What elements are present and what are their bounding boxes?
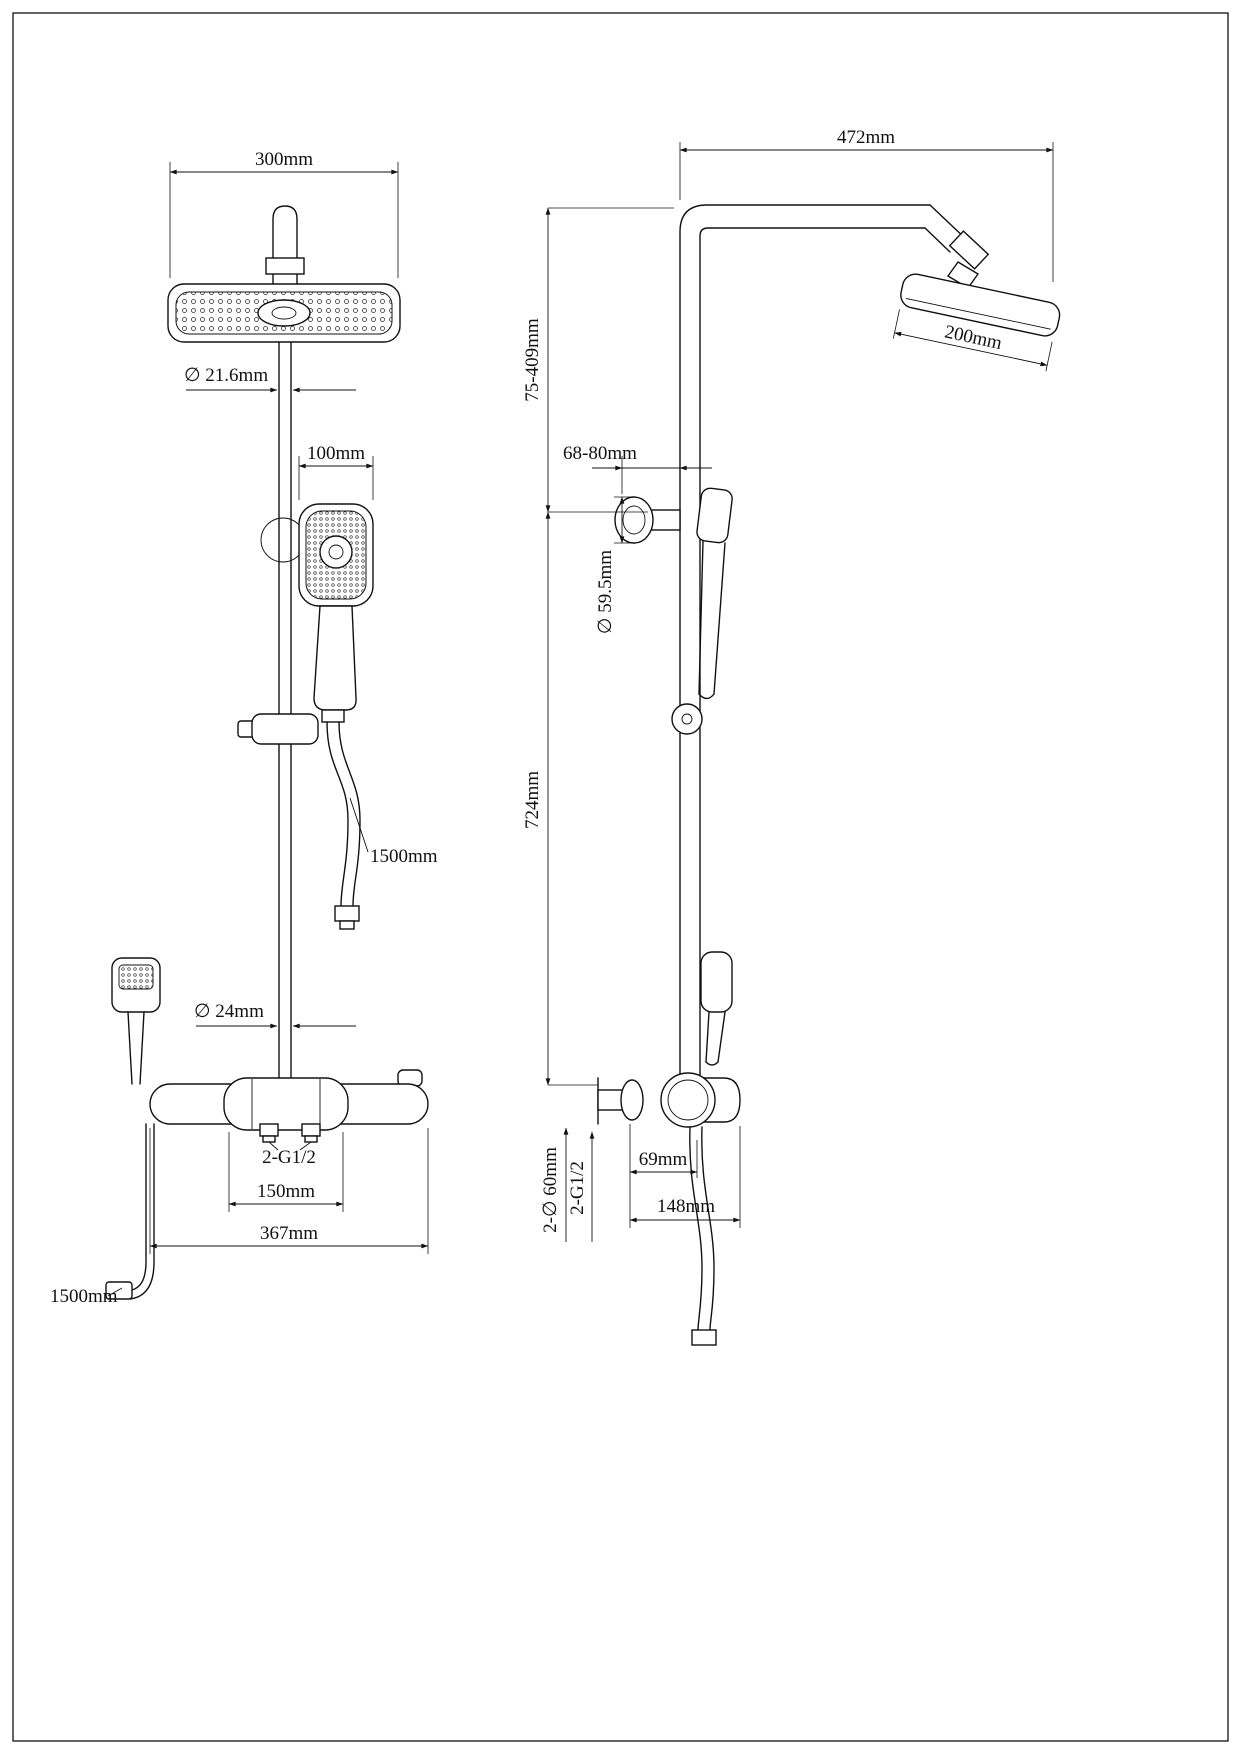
side-ball-joint [671,703,703,735]
front-dim-hand-width-label: 100mm [307,443,365,464]
side-dim-holder-dia: ∅ 59.5mm [595,496,632,634]
side-dim-offset-69-label: 69mm [639,1149,688,1170]
front-wand-hose-leader: 1500mm [50,1286,123,1307]
front-dim-pipe-dia: ∅ 21.6mm [184,365,356,393]
side-faucet [597,1072,741,1128]
front-dim-overall-width: 367mm [149,1128,429,1254]
front-overhead-shower [167,283,401,343]
side-outlet-hose [689,1126,717,1346]
side-thread-callout: 2-G1/2 [567,1131,595,1242]
front-head-inlet [265,205,305,285]
side-holder-flange [614,496,681,544]
side-escutcheon-label: 2-∅ 60mm [540,1147,561,1233]
side-wand [700,951,733,1066]
side-dim-depth-148: 148mm [629,1126,741,1228]
front-dim-valve-span-label: 150mm [257,1181,315,1202]
side-dim-upper-range: 75-409mm [522,207,674,513]
front-dim-hand-width: 100mm [298,443,374,500]
front-dim-pipe-dia-label: ∅ 21.6mm [184,365,268,386]
side-dim-riser-height: 724mm [522,511,598,1086]
front-dim-overall-width-label: 367mm [260,1223,318,1244]
side-dim-holder-dia-label: ∅ 59.5mm [595,550,616,634]
front-dim-head-width: 300mm [169,149,399,278]
side-view: 200mm 472mm 75-409mm 68-80mm [522,127,1061,1346]
border-frame [12,12,1229,1742]
front-faucet-body [149,1069,429,1143]
front-wand [111,957,161,1085]
front-thread-label: 2-G1/2 [262,1147,316,1168]
side-dim-reach-label: 472mm [837,127,895,148]
side-dim-bracket-range-label: 68-80mm [563,443,637,464]
side-dim-bracket-range: 68-80mm [563,443,712,494]
front-dim-lower-pipe-dia: ∅ 24mm [194,1001,356,1029]
front-wand-hose-length-label: 1500mm [50,1286,118,1307]
front-hand-shower [298,503,374,723]
front-dim-valve-span: 150mm [228,1132,344,1212]
side-hand-shower [696,487,733,700]
front-slider-clamp [237,713,319,745]
front-hose-leader: 1500mm [349,797,438,867]
front-dim-head-width-label: 300mm [255,149,313,170]
front-wand-hose [105,1123,155,1300]
side-thread-label: 2-G1/2 [567,1161,588,1215]
side-dim-offset-69: 69mm [629,1124,698,1178]
side-dim-upper-range-label: 75-409mm [522,318,543,402]
side-escutcheon-callout: 2-∅ 60mm [540,1127,569,1242]
side-dim-depth-148-label: 148mm [657,1196,715,1217]
side-riser-pipe [679,204,990,1087]
front-view: 300mm ∅ 21.6mm 100mm [50,149,438,1307]
side-overhead-shower: 200mm [892,273,1061,372]
front-hand-shower-hose [326,721,361,930]
front-hose-length-label: 1500mm [370,846,438,867]
side-dim-riser-height-label: 724mm [522,771,543,829]
front-thread-callout: 2-G1/2 [262,1141,316,1168]
front-dim-lower-pipe-dia-label: ∅ 24mm [194,1001,264,1022]
side-dim-reach: 472mm [679,127,1054,282]
